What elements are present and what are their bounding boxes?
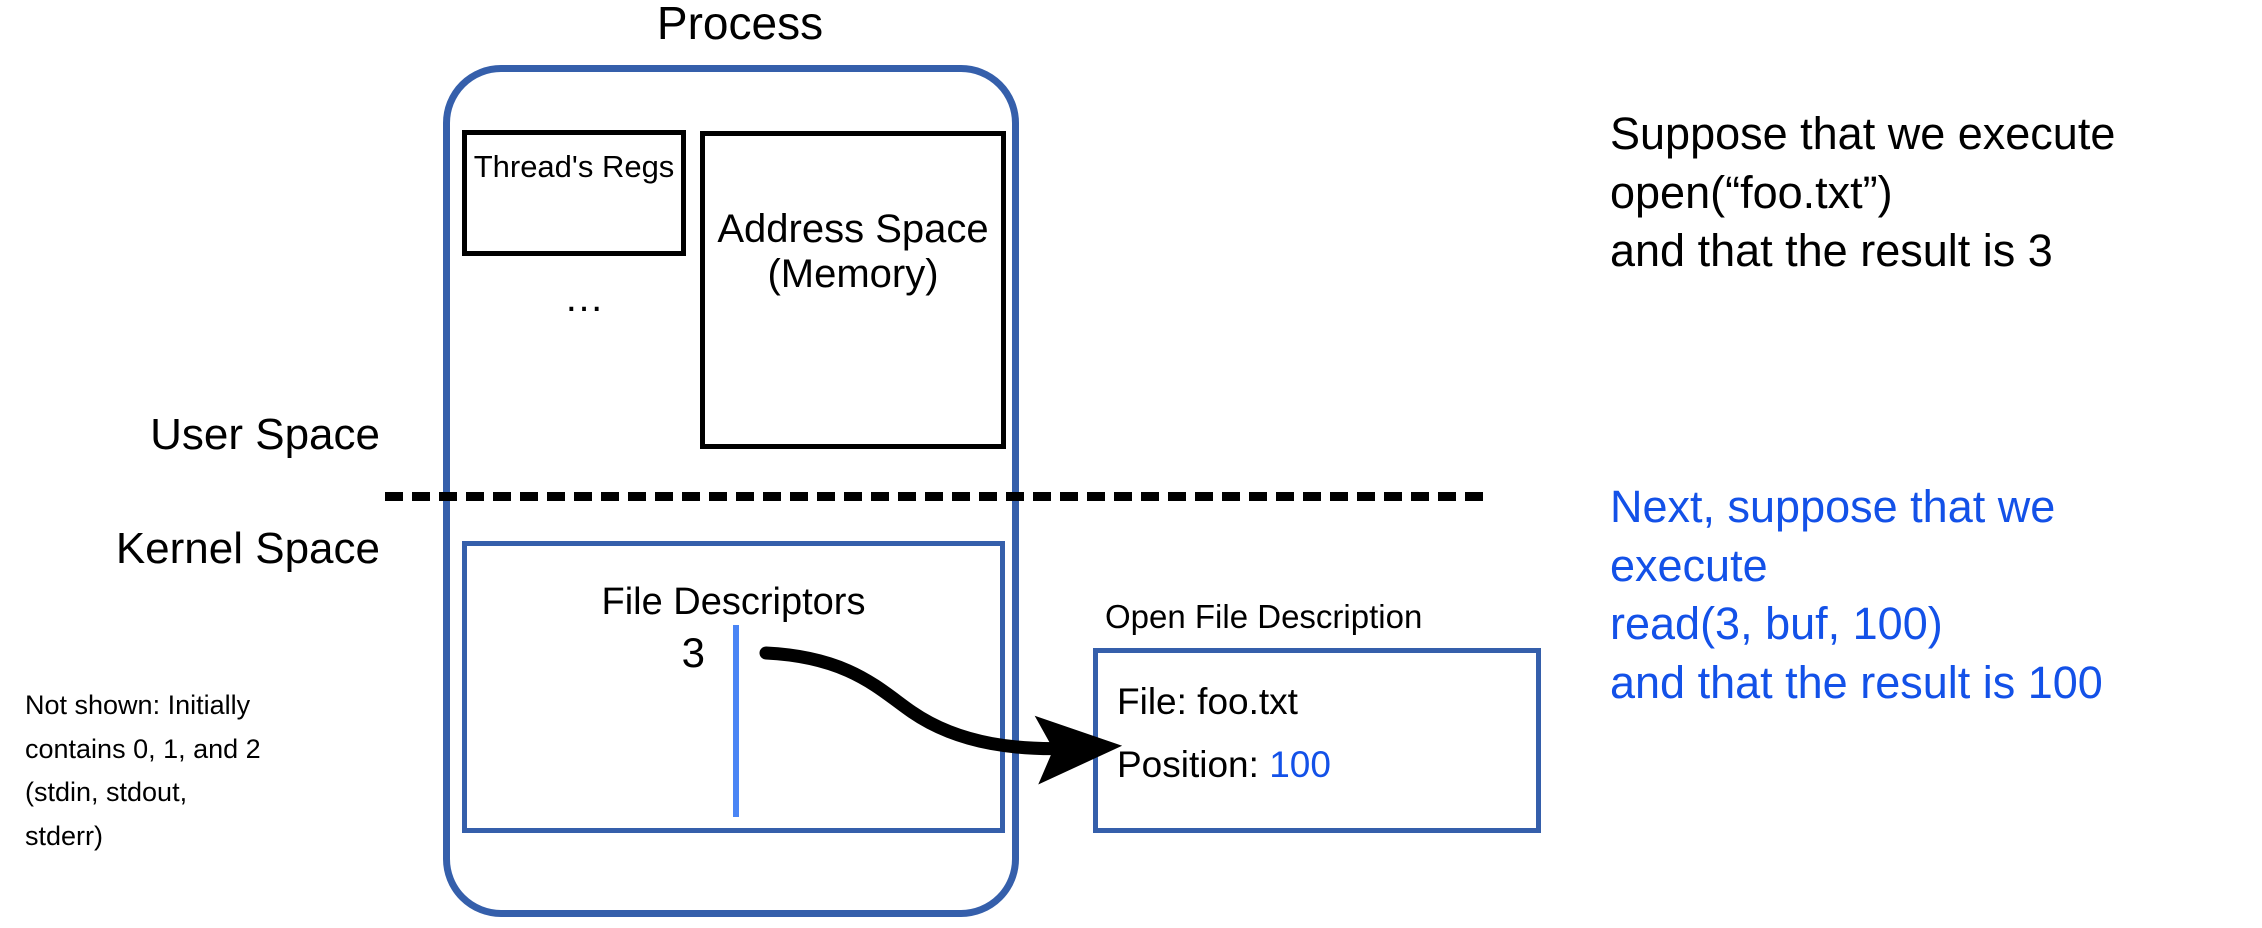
ofd-position-value: 100 [1269,744,1331,785]
thread-regs-label: Thread's Regs [473,149,675,184]
ofd-position-label: Position: [1117,744,1259,785]
annotation-open-block: Suppose that we execute open(“foo.txt”) … [1610,108,2116,276]
kernel-space-label: Kernel Space [115,524,380,573]
not-shown-note: Not shown: Initially contains 0, 1, and … [25,690,261,852]
annotation-read-block: Next, suppose that we execute read(3, bu… [1610,481,2103,708]
ofd-file-line: File: foo.txt [1117,681,1298,722]
address-space-label: Address Space (Memory) [717,207,989,296]
thread-regs-box [462,130,686,256]
file-descriptor-entry-3: 3 [681,629,705,676]
file-descriptors-title: File Descriptors [601,581,866,623]
more-threads-ellipsis: … [564,276,606,320]
process-boundary-rect [443,65,1019,917]
open-file-description-box [1093,648,1541,833]
address-space-box [700,131,1006,449]
process-title: Process [656,0,824,49]
open-file-description-title: Open File Description [1105,598,1423,635]
file-descriptor-table-divider [733,625,739,817]
user-space-label: User Space [150,410,380,459]
user-kernel-boundary-dashed-line [385,492,1483,501]
ofd-position-line: Position: 100 [1117,744,1331,786]
